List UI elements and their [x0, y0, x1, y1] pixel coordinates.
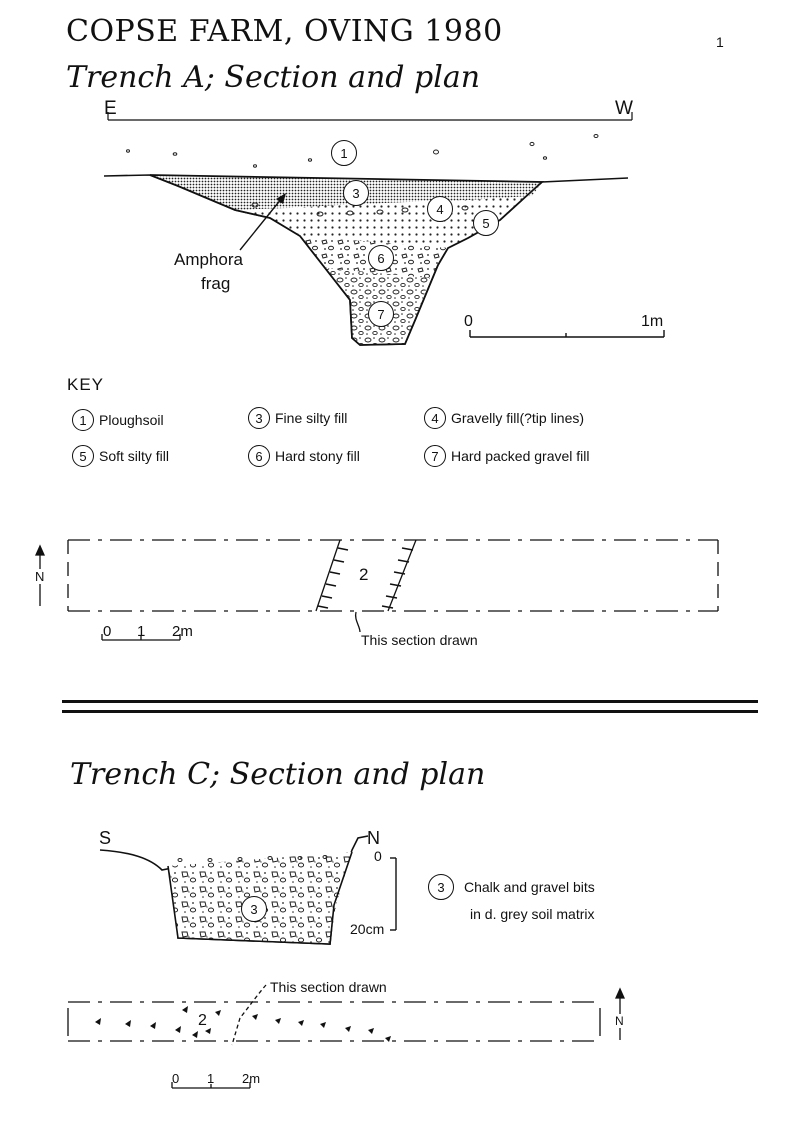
frag-label: frag	[201, 274, 231, 293]
layer-marker-1: 1	[331, 140, 357, 166]
layer-marker-4: 4	[427, 196, 453, 222]
key-title: KEY	[67, 375, 105, 394]
key-number: 1	[72, 409, 94, 431]
trench-a-plan-drawing	[34, 539, 719, 641]
plan-a-scale-2: 2m	[172, 623, 193, 640]
legend-c-line1: Chalk and gravel bits	[464, 879, 595, 895]
plan-a-scale-1: 1	[137, 623, 146, 640]
legend-c-number: 3	[428, 874, 454, 900]
section-divider-bottom	[62, 710, 758, 713]
trench-c-heading: Trench C; Section and plan	[70, 757, 486, 792]
layer-marker-7: 7	[368, 301, 394, 327]
depth-top-label: 0	[374, 848, 382, 864]
section-c-right-label: N	[367, 828, 380, 848]
key-label: Fine silty fill	[275, 410, 348, 426]
section-a-scale-start: 0	[464, 313, 473, 330]
layer-marker-c3: 3	[241, 896, 267, 922]
plan-c-scale-1: 1	[207, 1071, 215, 1086]
section-a-scale-end: 1m	[641, 313, 664, 330]
page-title: COPSE FARM, OVING 1980	[66, 14, 503, 49]
layer-marker-6: 6	[368, 245, 394, 271]
amphora-label: Amphora	[174, 250, 243, 269]
plan-c-scale-0: 0	[172, 1071, 180, 1086]
key-item-soft-silty: 5 Soft silty fill	[72, 445, 169, 467]
page-number: 1	[716, 34, 724, 50]
key-number: 5	[72, 445, 94, 467]
key-label: Soft silty fill	[99, 448, 170, 464]
plan-c-section-note: This section drawn	[270, 979, 387, 995]
key-label: Hard packed gravel fill	[451, 448, 590, 464]
depth-bottom-label: 20cm	[350, 921, 385, 937]
key-number: 4	[424, 407, 446, 429]
section-a-right-label: W	[615, 98, 633, 119]
plan-a-scale-0: 0	[103, 623, 112, 640]
plan-a-north-label: N	[35, 569, 45, 584]
plan-c-scale-2: 2m	[242, 1071, 261, 1086]
section-divider-top	[62, 700, 758, 703]
key-number: 7	[424, 445, 446, 467]
key-item-ploughsoil: 1 Ploughsoil	[72, 409, 164, 431]
plan-a-feature-number: 2	[359, 565, 369, 584]
key-item-gravelly: 4 Gravelly fill(?tip lines)	[424, 407, 584, 429]
key-item-fine-silty: 3 Fine silty fill	[248, 407, 347, 429]
legend-c-line2: in d. grey soil matrix	[470, 906, 595, 922]
key-item-hard-packed: 7 Hard packed gravel fill	[424, 445, 590, 467]
layer-marker-3: 3	[343, 180, 369, 206]
key-item-hard-stony: 6 Hard stony fill	[248, 445, 360, 467]
trench-a-heading: Trench A; Section and plan	[66, 60, 481, 95]
section-c-left-label: S	[99, 828, 112, 848]
key-label: Ploughsoil	[99, 412, 164, 428]
plan-c-feature-number: 2	[198, 1012, 207, 1029]
plan-c-north-label: N	[615, 1014, 624, 1028]
key-number: 6	[248, 445, 270, 467]
key-number: 3	[248, 407, 270, 429]
section-a-left-label: E	[104, 98, 117, 119]
key-label: Gravelly fill(?tip lines)	[451, 410, 585, 426]
key-label: Hard stony fill	[275, 448, 360, 464]
plan-a-section-note: This section drawn	[361, 632, 478, 648]
layer-marker-5: 5	[473, 210, 499, 236]
